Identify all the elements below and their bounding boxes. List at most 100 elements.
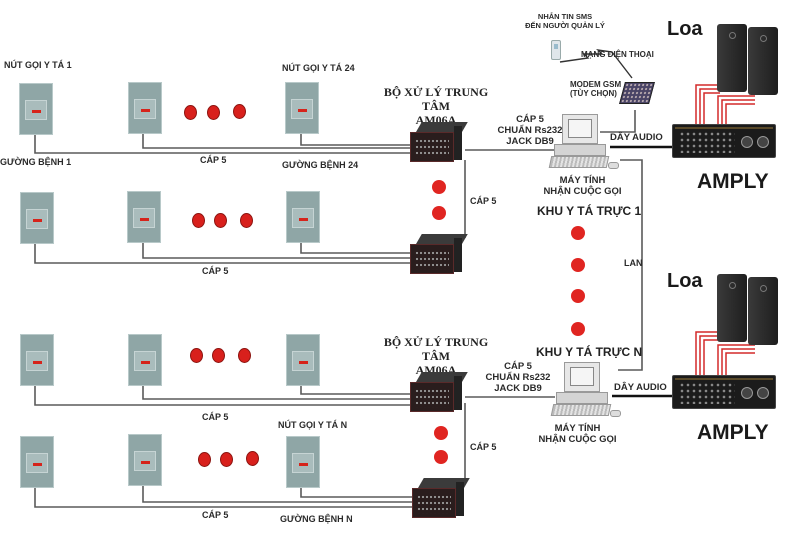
ellipsis-dot: [184, 105, 197, 120]
cable-group-2-c: [300, 238, 412, 254]
call-button[interactable]: [286, 436, 320, 488]
ellipsis-dot: [238, 348, 251, 363]
call-button[interactable]: [20, 436, 54, 488]
modem-optional: (TÙY CHỌN): [570, 89, 617, 99]
central-processor-unit[interactable]: [410, 122, 468, 164]
ellipsis-dot: [207, 105, 220, 120]
speaker-wire-bot-6: [725, 352, 755, 375]
rs232-label-top: CÁP 5 CHUẨN Rs232 JACK DB9: [490, 114, 570, 148]
label-cable: CÁP 5: [200, 155, 227, 165]
speaker-wire-top-3: [703, 92, 720, 125]
ellipsis-dot: [190, 348, 203, 363]
cable-group-3-a: [34, 382, 412, 406]
ellipsis-dot: [571, 289, 585, 303]
speaker-wire-bot-3: [703, 339, 720, 375]
central-processor-unit[interactable]: [410, 372, 468, 414]
speaker-wire-bot-5: [721, 348, 755, 375]
ellipsis-dot: [571, 258, 585, 272]
speaker-wire-top-5: [721, 99, 755, 125]
sms-line-2: ĐẾN NGƯỜI QUẢN LÝ: [525, 20, 605, 30]
cable-group-1-c: [300, 130, 412, 146]
label-bed-24: GƯỜNG BỆNH 24: [282, 160, 359, 170]
ellipsis-dot: [192, 213, 205, 228]
cable-group-4-b: [142, 484, 412, 503]
cable-group-1-a: [34, 133, 412, 154]
label-call-button-1: NÚT GỌI Y TÁ 1: [4, 60, 72, 70]
phone-network-label: MẠNG ĐIỆN THOẠI: [581, 50, 654, 59]
computer-label-bottom: MÁY TÍNH NHẬN CUỘC GỌI: [530, 423, 625, 446]
ellipsis-dot: [220, 452, 233, 467]
audio-cable-label-top: DÂY AUDIO: [610, 132, 663, 143]
call-button[interactable]: [128, 334, 162, 386]
call-button[interactable]: [19, 83, 53, 135]
amplifier[interactable]: [672, 375, 776, 409]
extension-processor-unit[interactable]: [412, 478, 470, 520]
ellipsis-dot: [432, 180, 446, 194]
computer-role: NHẬN CUỘC GỌI: [538, 433, 617, 445]
gsm-modem-icon: [619, 82, 655, 104]
call-button[interactable]: [286, 334, 320, 386]
ellipsis-dot: [434, 426, 448, 440]
ellipsis-dot: [240, 213, 253, 228]
label-cascade-cable: CÁP 5: [470, 442, 497, 452]
computer-name: MÁY TÍNH: [559, 175, 606, 186]
ellipsis-dot: [246, 451, 259, 466]
label-cable: CÁP 5: [202, 510, 229, 520]
amplifier-label-bottom: AMPLY: [697, 421, 769, 444]
computer-name: MÁY TÍNH: [554, 423, 601, 434]
speaker-wire-bot-1: [695, 331, 720, 375]
ellipsis-dot: [571, 322, 585, 336]
speaker: [748, 277, 778, 345]
phone-network-link: [559, 49, 633, 79]
label-bed-1: GƯỜNG BỆNH 1: [0, 157, 72, 167]
ellipsis-dot: [212, 348, 225, 363]
cable-group-3-b: [142, 380, 412, 400]
ellipsis-dot: [432, 206, 446, 220]
cable-group-4-a: [34, 485, 412, 508]
speaker: [717, 24, 747, 92]
call-button[interactable]: [285, 82, 319, 134]
cable-group-2-a: [34, 240, 412, 264]
modem-label: MODEM GSM (TÙY CHỌN): [570, 80, 621, 98]
speaker-wire-top-2: [699, 88, 720, 125]
speaker-label-top: Loa: [667, 18, 703, 40]
rs232-cable: CÁP 5: [516, 114, 544, 125]
call-button[interactable]: [127, 191, 161, 243]
call-button[interactable]: [286, 191, 320, 243]
call-button[interactable]: [128, 82, 162, 134]
speaker-wire-top-4: [717, 95, 755, 125]
sms-line-1: NHẮN TIN SMS: [537, 12, 593, 21]
cable-group-2-b: [142, 238, 412, 259]
call-receiver-computer[interactable]: [550, 362, 621, 422]
rs232-jack: JACK DB9: [494, 382, 542, 394]
rs232-cable: CÁP 5: [504, 361, 532, 372]
call-receiver-computer[interactable]: [548, 114, 619, 174]
rs232-standard: CHUẨN Rs232: [485, 371, 551, 383]
amplifier[interactable]: [672, 124, 776, 158]
processor-label-top: BỘ XỬ LÝ TRUNG TÂM AM06A: [376, 85, 496, 127]
cable-group-4-c: [300, 484, 412, 498]
speaker: [748, 27, 778, 95]
ellipsis-dot: [434, 450, 448, 464]
lan-label: LAN: [624, 258, 643, 268]
label-cable: CÁP 5: [202, 266, 229, 276]
label-cable: CÁP 5: [202, 412, 229, 422]
audio-cable-label-bottom: DÂY AUDIO: [614, 382, 667, 393]
rs232-standard: CHUẨN Rs232: [497, 124, 563, 136]
cable-group-1-b: [142, 130, 412, 149]
ellipsis-dot: [233, 104, 246, 119]
label-call-button-n: NÚT GỌI Y TÁ N: [278, 420, 348, 430]
call-button[interactable]: [20, 192, 54, 244]
extension-processor-unit[interactable]: [410, 234, 468, 276]
call-button[interactable]: [128, 434, 162, 486]
speaker-label-bottom: Loa: [667, 270, 703, 292]
amplifier-label-top: AMPLY: [697, 170, 769, 193]
call-button[interactable]: [20, 334, 54, 386]
computer-label-top: MÁY TÍNH NHẬN CUỘC GỌI: [535, 175, 630, 198]
ellipsis-dot: [214, 213, 227, 228]
label-cascade-cable: CÁP 5: [470, 196, 497, 206]
rs232-jack: JACK DB9: [506, 135, 554, 147]
ellipsis-dot: [198, 452, 211, 467]
modem-cable: [600, 110, 636, 133]
